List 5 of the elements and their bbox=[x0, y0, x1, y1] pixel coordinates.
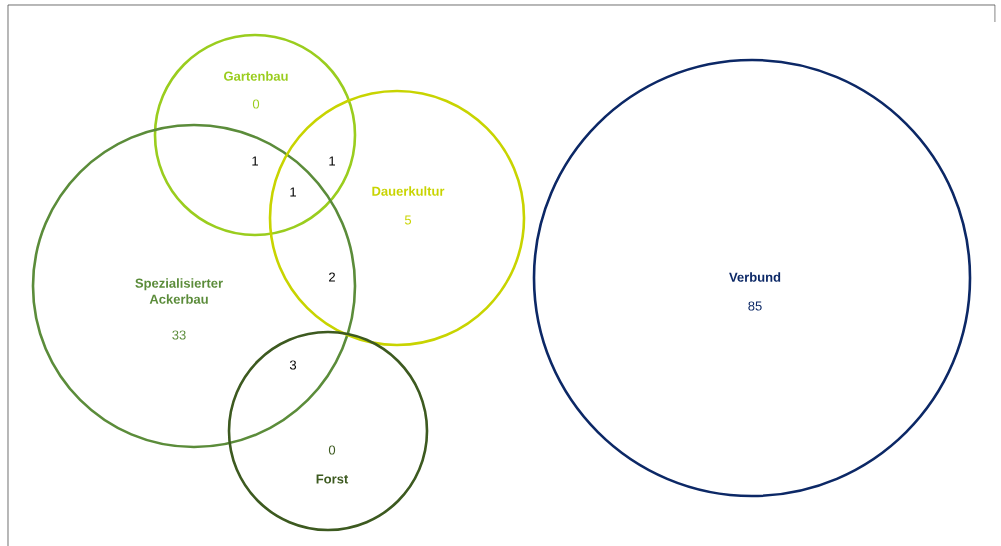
count-label: 1 bbox=[329, 156, 335, 166]
count-label: 2 bbox=[329, 272, 335, 282]
count-label: 1 bbox=[290, 187, 296, 197]
count-label: 1 bbox=[252, 156, 258, 166]
count-label: 3 bbox=[289, 360, 297, 370]
